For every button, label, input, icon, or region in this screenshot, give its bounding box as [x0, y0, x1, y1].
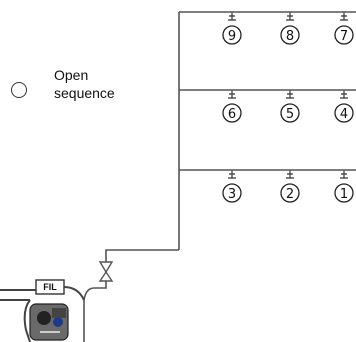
valve-icon: [98, 261, 114, 282]
sprinkler-head-1: 1: [334, 170, 354, 203]
sprinkler-number-5: 5: [286, 107, 294, 122]
filter-label: FIL: [43, 282, 57, 292]
sprinkler-circle-1: [334, 183, 354, 203]
legend-text: Open sequence: [54, 66, 144, 102]
sprinkler-circle-2: [280, 183, 300, 203]
pump-filter-assembly: [0, 279, 85, 342]
sprinkler-number-1: 1: [340, 187, 348, 202]
sprinkler-circle-6: [222, 103, 242, 123]
sprinkler-circle-8: [280, 25, 300, 45]
sprinkler-head-9: 9: [222, 12, 242, 45]
sprinkler-circle-5: [280, 103, 300, 123]
legend: Open sequence: [11, 66, 151, 112]
sprinkler-number-4: 4: [340, 107, 348, 122]
supply-pipe-lower: [83, 281, 107, 342]
sprinkler-head-2: 2: [280, 170, 300, 203]
sprinkler-circle-4: [334, 103, 354, 123]
legend-line-1: Open: [54, 67, 89, 83]
open-circle-icon: [11, 82, 27, 98]
sprinkler-circle-3: [222, 183, 242, 203]
sprinkler-circle-7: [334, 25, 354, 45]
sprinkler-head-7: 7: [334, 12, 354, 45]
sprinkler-number-6: 6: [228, 107, 236, 122]
supply-pipe: [105, 249, 179, 262]
sprinkler-head-8: 8: [280, 12, 300, 45]
sprinkler-number-7: 7: [340, 29, 348, 44]
sprinkler-number-9: 9: [228, 29, 236, 44]
sprinkler-head-5: 5: [280, 90, 300, 123]
sprinkler-circle-9: [222, 25, 242, 45]
sprinkler-number-2: 2: [286, 187, 294, 202]
sprinkler-head-3: 3: [222, 170, 242, 203]
sprinkler-head-6: 6: [222, 90, 242, 123]
legend-line-2: sequence: [54, 85, 115, 101]
sprinkler-head-4: 4: [334, 90, 354, 123]
sprinkler-number-8: 8: [286, 29, 294, 44]
sprinkler-number-3: 3: [228, 187, 236, 202]
